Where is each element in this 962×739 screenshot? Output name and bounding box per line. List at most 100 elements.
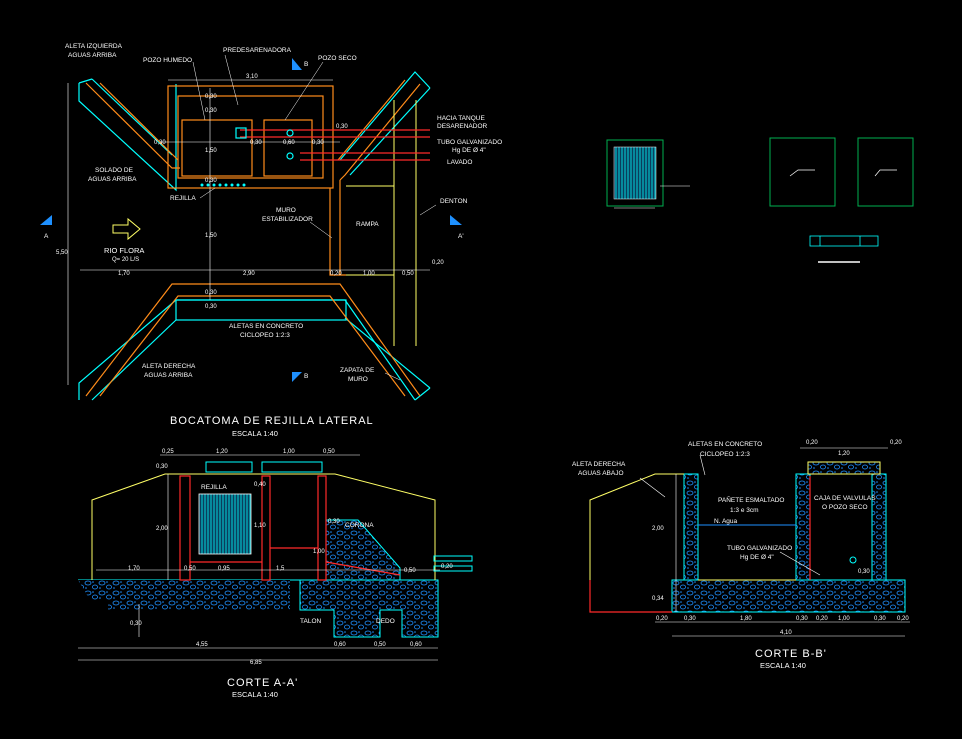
dim-050: 0,50 bbox=[402, 271, 414, 277]
bb-scale: ESCALA 1:40 bbox=[760, 661, 806, 670]
bb-label-panete: PAÑETE ESMALTADO bbox=[718, 495, 784, 504]
bb-label-n-agua: N. Agua bbox=[714, 518, 738, 525]
aa-foundation bbox=[78, 579, 439, 638]
label-aleta-der-2: AGUAS ARRIBA bbox=[144, 372, 193, 379]
bb-dim-t020a: 0,20 bbox=[806, 440, 818, 446]
bb-label-panete-2: 1:3 e 3cm bbox=[730, 507, 759, 514]
bb-label-caja-2: O POZO SECO bbox=[822, 504, 868, 511]
label-zapata-2: MURO bbox=[348, 376, 368, 383]
cut-b-top: B bbox=[304, 61, 308, 68]
bb-dim-b020b: 0,20 bbox=[816, 616, 828, 622]
bb-foundation bbox=[671, 579, 906, 613]
bb-dim-h200: 2,00 bbox=[652, 526, 664, 532]
aa-dim-m15: 1,5 bbox=[276, 566, 285, 572]
dim-290: 2,90 bbox=[243, 271, 255, 277]
dim-030b: 0,30 bbox=[205, 108, 217, 114]
label-denton: DENTON bbox=[440, 198, 468, 205]
dim-100: 1,00 bbox=[363, 271, 375, 277]
label-aleta-izq-2: AGUAS ARRIBA bbox=[68, 52, 117, 59]
bb-dim-b030a: 0,30 bbox=[684, 616, 696, 622]
aa-grate bbox=[198, 493, 252, 555]
aa-dim-t040: 0,40 bbox=[254, 482, 266, 488]
label-muro: MURO bbox=[276, 207, 296, 214]
aa-dim-t030: 0,30 bbox=[156, 464, 168, 470]
flow-arrow-icon bbox=[112, 217, 141, 241]
dim-030h: 0,30 bbox=[205, 290, 217, 296]
aa-dim-m050: 0,50 bbox=[184, 566, 196, 572]
bb-dim-c030: 0,30 bbox=[858, 569, 870, 575]
bb-wall-left bbox=[683, 473, 699, 581]
bb-dim-b020c: 0,20 bbox=[897, 616, 909, 622]
aa-dim-h110: 1,10 bbox=[254, 523, 266, 529]
plan-yellow-outline bbox=[346, 100, 417, 346]
bb-label-aleta-der-2: AGUAS ABAJO bbox=[578, 470, 624, 477]
aa-dim-m050b: 0,50 bbox=[404, 568, 416, 574]
aa-dim-b685: 6,85 bbox=[250, 660, 262, 666]
bb-label-aletas: ALETAS EN CONCRETO bbox=[688, 441, 762, 448]
dim-020: 0,20 bbox=[432, 260, 444, 266]
pipe-detail bbox=[809, 235, 879, 247]
aa-label-corona: CORONA bbox=[345, 522, 374, 529]
grate-detail bbox=[613, 146, 657, 200]
dim-030f: 0,30 bbox=[336, 124, 348, 130]
dim-030d: 0,30 bbox=[250, 140, 262, 146]
bb-title: CORTE B-B' bbox=[755, 648, 827, 660]
aa-dimension-lines bbox=[78, 454, 440, 661]
aa-yellow-outline bbox=[91, 473, 436, 580]
label-aletas-concreto: ALETAS EN CONCRETO bbox=[229, 323, 303, 330]
dim-150b: 1,50 bbox=[205, 233, 217, 239]
aa-dim-t100: 1,00 bbox=[283, 449, 295, 455]
bb-cover bbox=[807, 461, 881, 475]
bb-label-tubo-2: Hg DE Ø 4" bbox=[740, 554, 774, 561]
detail-2-mark bbox=[789, 169, 815, 177]
plan-leaders bbox=[192, 54, 437, 381]
aa-label-talon: TALON bbox=[300, 618, 321, 625]
aa-dim-h200: 2,00 bbox=[156, 526, 168, 532]
aa-dim-c030: 0,30 bbox=[328, 519, 340, 525]
aa-dim-m095: 0,95 bbox=[218, 566, 230, 572]
aa-title: CORTE A-A' bbox=[227, 677, 298, 689]
bb-label-aleta-der: ALETA DERECHA bbox=[572, 461, 626, 468]
plan-pipes bbox=[235, 127, 430, 161]
dim-030g: 0,30 bbox=[205, 178, 217, 184]
label-desarenador: DESARENADOR bbox=[437, 123, 488, 130]
bb-dim-b030b: 0,30 bbox=[796, 616, 808, 622]
aa-dim-h100: 1,00 bbox=[313, 549, 325, 555]
section-aa: REJILLA CORONA TALON DEDO 0,25 1,20 1,00… bbox=[78, 449, 473, 699]
detail-views bbox=[606, 137, 914, 263]
label-rejilla: REJILLA bbox=[170, 195, 196, 202]
bb-dim-b180: 1,80 bbox=[740, 616, 752, 622]
label-tubo-galv: TUBO GALVANIZADO bbox=[437, 139, 502, 146]
bb-dim-h034: 0,34 bbox=[652, 596, 664, 602]
dim-030c: 0,30 bbox=[154, 140, 166, 146]
aa-walls-red bbox=[179, 475, 401, 581]
label-aletas-concreto-2: CICLOPEO 1:2:3 bbox=[240, 332, 290, 339]
bb-valve-icon bbox=[849, 556, 857, 564]
label-caudal: Q= 20 L/S bbox=[112, 257, 139, 263]
dim-150a: 1,50 bbox=[205, 148, 217, 154]
aa-dim-m020: 0,20 bbox=[441, 564, 453, 570]
label-pozo-humedo: POZO HUMEDO bbox=[143, 57, 192, 64]
label-aleta-izq: ALETA IZQUIERDA bbox=[65, 43, 123, 50]
aa-dim-b050: 0,50 bbox=[374, 642, 386, 648]
bb-wall-right bbox=[871, 473, 887, 581]
bb-red bbox=[589, 476, 811, 613]
aa-dim-m170: 1,70 bbox=[128, 566, 140, 572]
aa-dim-t050: 0,50 bbox=[323, 449, 335, 455]
aa-ramp-wall bbox=[325, 519, 401, 581]
label-predesarenadora: PREDESARENADORA bbox=[223, 47, 292, 54]
detail-3-mark bbox=[874, 169, 897, 177]
aa-dim-b060b: 0,60 bbox=[410, 642, 422, 648]
aa-label-dedo: DEDO bbox=[376, 618, 395, 625]
bb-label-aletas-2: CICLOPEO 1:2:3 bbox=[700, 451, 750, 458]
bb-dim-t120: 1,20 bbox=[838, 451, 850, 457]
label-solado-2: AGUAS ARRIBA bbox=[88, 176, 137, 183]
section-bb: ALETA DERECHA AGUAS ABAJO ALETAS EN CONC… bbox=[572, 440, 910, 670]
plan-dimension-lines bbox=[67, 79, 430, 385]
dim-550: 5,50 bbox=[56, 250, 68, 256]
wing-walls-cyan bbox=[78, 71, 431, 401]
detail-frame-2 bbox=[769, 137, 836, 207]
cut-a-left: A bbox=[44, 233, 49, 240]
dim-030e: 0,30 bbox=[312, 140, 324, 146]
